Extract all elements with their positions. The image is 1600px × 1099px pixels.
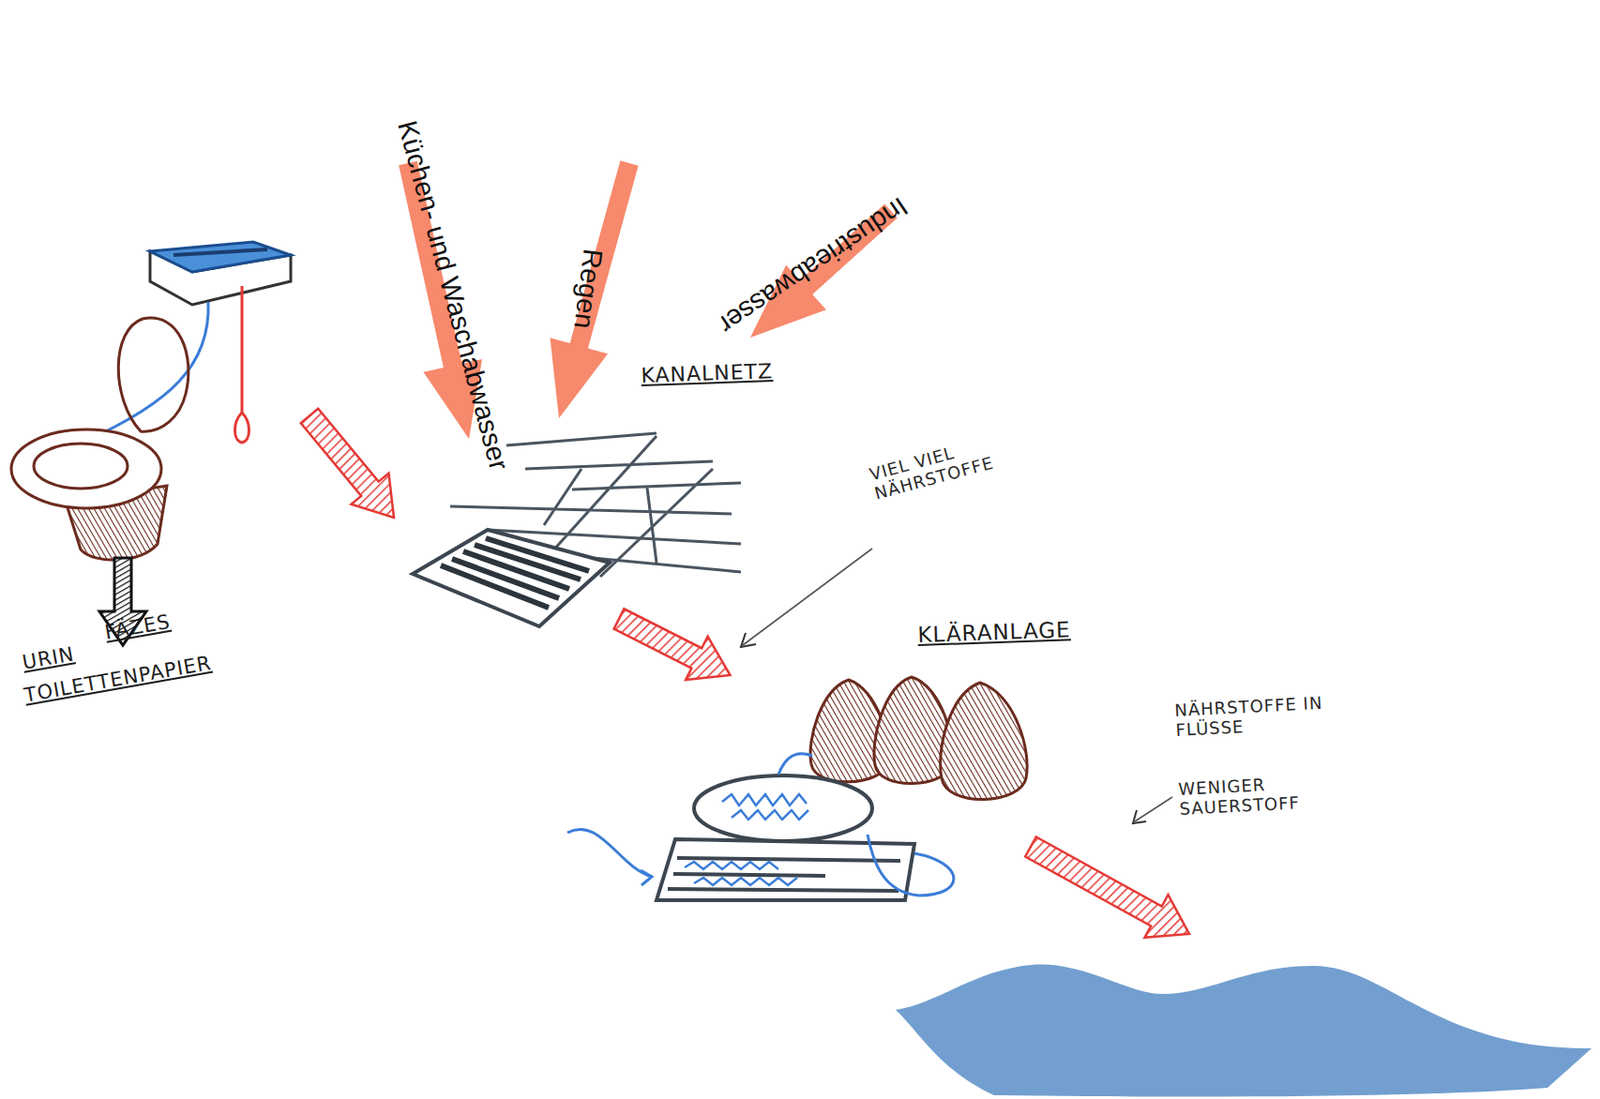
flow-label: Küchen- und Waschabwasser (391, 117, 514, 474)
flow-arrow (301, 408, 394, 518)
leader-arrowhead (1132, 810, 1147, 824)
flow-arrow (614, 608, 731, 680)
tank-water (684, 861, 798, 886)
illustration-node: KANALNETZ (393, 393, 770, 619)
handwritten-heading: FÄZES (103, 610, 173, 645)
round-tank (694, 775, 873, 842)
flush-pipe (86, 301, 209, 441)
tank-water (722, 794, 809, 820)
water-flow (867, 834, 954, 896)
rect-tank (656, 839, 915, 901)
water-flow (778, 754, 813, 775)
handwritten-note: WENIGER SAUERSTOFF (1177, 772, 1321, 819)
handwritten-heading: URIN (20, 642, 76, 674)
leader-arrowhead (740, 633, 756, 648)
pull-handle (235, 412, 250, 443)
water-flow (567, 829, 652, 877)
illustration-node: URINFÄZESTOILETTENPAPIER (9, 225, 310, 741)
pull-chain (241, 286, 244, 413)
leader-line (742, 548, 873, 646)
handwritten-note: NÄHRSTOFFE IN FLÜSSE (1174, 693, 1331, 740)
digester-egg (940, 682, 1027, 800)
cistern-detail (173, 249, 268, 256)
flow-label: Regen (567, 247, 608, 332)
flow-arrowhead (640, 870, 652, 886)
tank-walls (667, 858, 901, 891)
leader-line (1134, 797, 1173, 822)
grate-bars (440, 538, 589, 608)
inflow-arrow (550, 160, 639, 419)
flow-label: Industrieabwasser (712, 191, 914, 341)
illustration-node: KLÄRANLAGE (562, 675, 1042, 910)
river (895, 964, 1592, 1097)
toilet-bowl-inner (33, 443, 128, 489)
outflow-arrow (1025, 837, 1190, 938)
drain-grate (412, 529, 610, 627)
handwritten-heading: KANALNETZ (640, 359, 774, 388)
cistern-top (150, 241, 291, 272)
handwritten-heading: KLÄRANLAGE (917, 617, 1072, 648)
toilet-lid (118, 317, 189, 432)
toilet-bowl (11, 429, 162, 509)
handwritten-note: VIEL VIEL NÄHRSTOFFE (867, 429, 1014, 504)
